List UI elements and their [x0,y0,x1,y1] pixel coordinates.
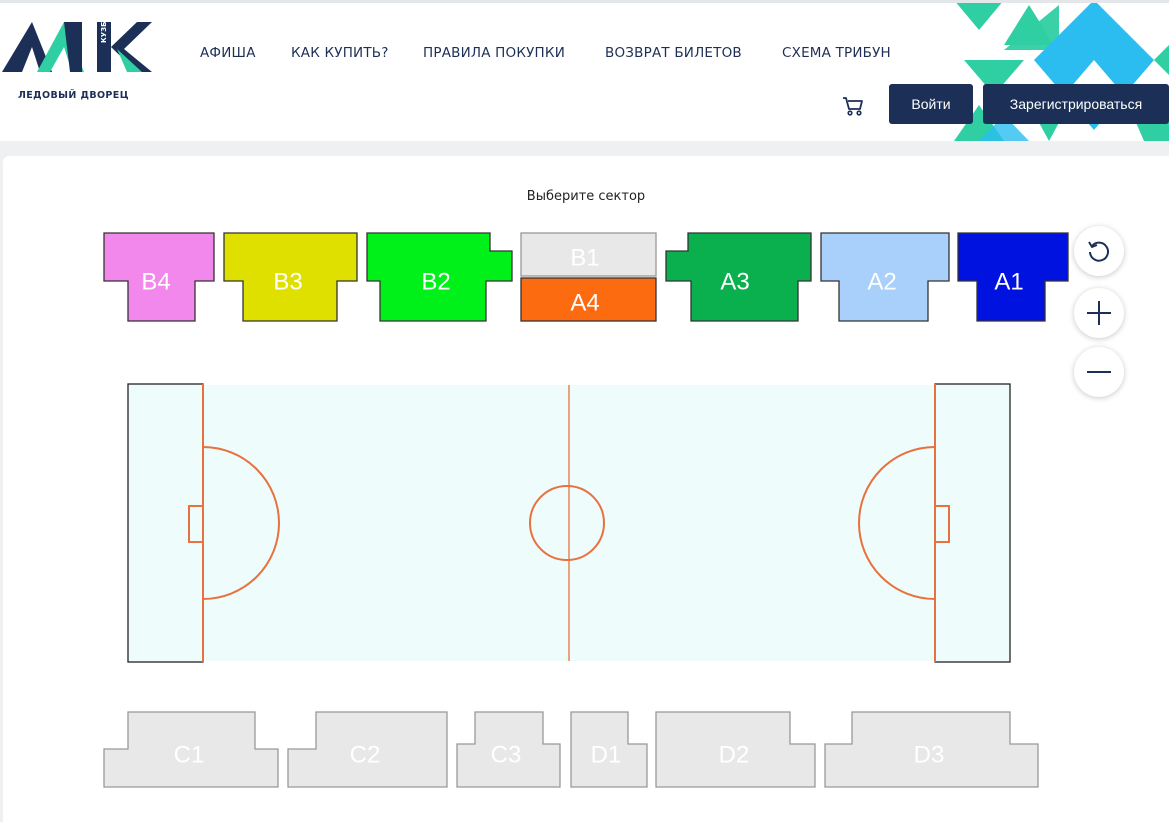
zoom-out-minus-icon [1087,371,1111,373]
sector-a4[interactable]: A4 [520,277,657,322]
sector-c1[interactable]: C1 [103,711,279,788]
sector-d2[interactable]: D2 [655,711,816,788]
sector-a4-label: A4 [570,289,599,316]
sector-a2[interactable]: A2 [820,232,950,322]
zoom-in-plus-icon [1087,301,1111,325]
stadium-map: B4 B3 B2 B1 A4 A3 A2 A1 [103,232,1069,788]
sector-a3[interactable]: A3 [665,232,812,322]
sector-d3-label: D3 [914,741,945,768]
logo-caption: ЛЕДОВЫЙ ДВОРЕЦ [18,90,129,101]
select-sector-title: Выберите сектор [526,189,646,204]
nav-ticket-return[interactable]: ВОЗВРАТ БИЛЕТОВ [605,45,742,61]
sector-a2-label: A2 [867,268,896,295]
sector-c3[interactable]: C3 [456,711,561,788]
sector-a1-label: A1 [994,268,1023,295]
sector-b3[interactable]: B3 [223,232,358,322]
sector-c2[interactable]: C2 [287,711,448,788]
sector-c2-label: C2 [350,741,381,768]
login-button[interactable]: Войти [889,84,973,124]
site-header: ЛЕДОВЫЙ ДВОРЕЦ КУЗБАСС АФИША КАК КУПИТЬ?… [0,3,1169,141]
cart-icon[interactable] [841,95,865,117]
sector-a1[interactable]: A1 [957,232,1069,322]
nav-stands-scheme[interactable]: СХЕМА ТРИБУН [782,45,891,61]
top-border [0,0,1169,3]
sector-b1-label: B1 [570,244,599,271]
sector-b2[interactable]: B2 [366,232,513,322]
logo-mark [2,22,152,72]
reset-view-button[interactable] [1074,226,1124,276]
nav-afisha[interactable]: АФИША [200,45,256,61]
sector-b1[interactable]: B1 [520,232,657,277]
sector-c3-label: C3 [491,741,522,768]
sector-c1-label: C1 [174,741,205,768]
field [127,383,1011,663]
site-logo[interactable]: ЛЕДОВЫЙ ДВОРЕЦ КУЗБАСС [2,6,154,101]
sector-b4[interactable]: B4 [103,232,215,322]
zoom-in-button[interactable] [1074,288,1124,338]
sector-b2-label: B2 [421,268,450,295]
reset-rotate-icon [1088,241,1109,262]
sector-b4-label: B4 [141,268,170,295]
sector-d3[interactable]: D3 [824,711,1039,788]
logo-vertical-text: КУЗБАСС [100,5,108,43]
nav-how-to-buy[interactable]: КАК КУПИТЬ? [291,45,389,61]
sector-d1-label: D1 [591,741,622,768]
sector-d1[interactable]: D1 [570,711,648,788]
stadium-map-panel: B4 B3 B2 B1 A4 A3 A2 A1 [3,156,1169,822]
register-button[interactable]: Зарегистрироваться [983,84,1169,124]
sector-b3-label: B3 [273,268,302,295]
sector-a3-label: A3 [720,268,749,295]
sector-d2-label: D2 [719,741,750,768]
zoom-out-button[interactable] [1074,347,1124,397]
nav-purchase-rules[interactable]: ПРАВИЛА ПОКУПКИ [423,45,565,61]
